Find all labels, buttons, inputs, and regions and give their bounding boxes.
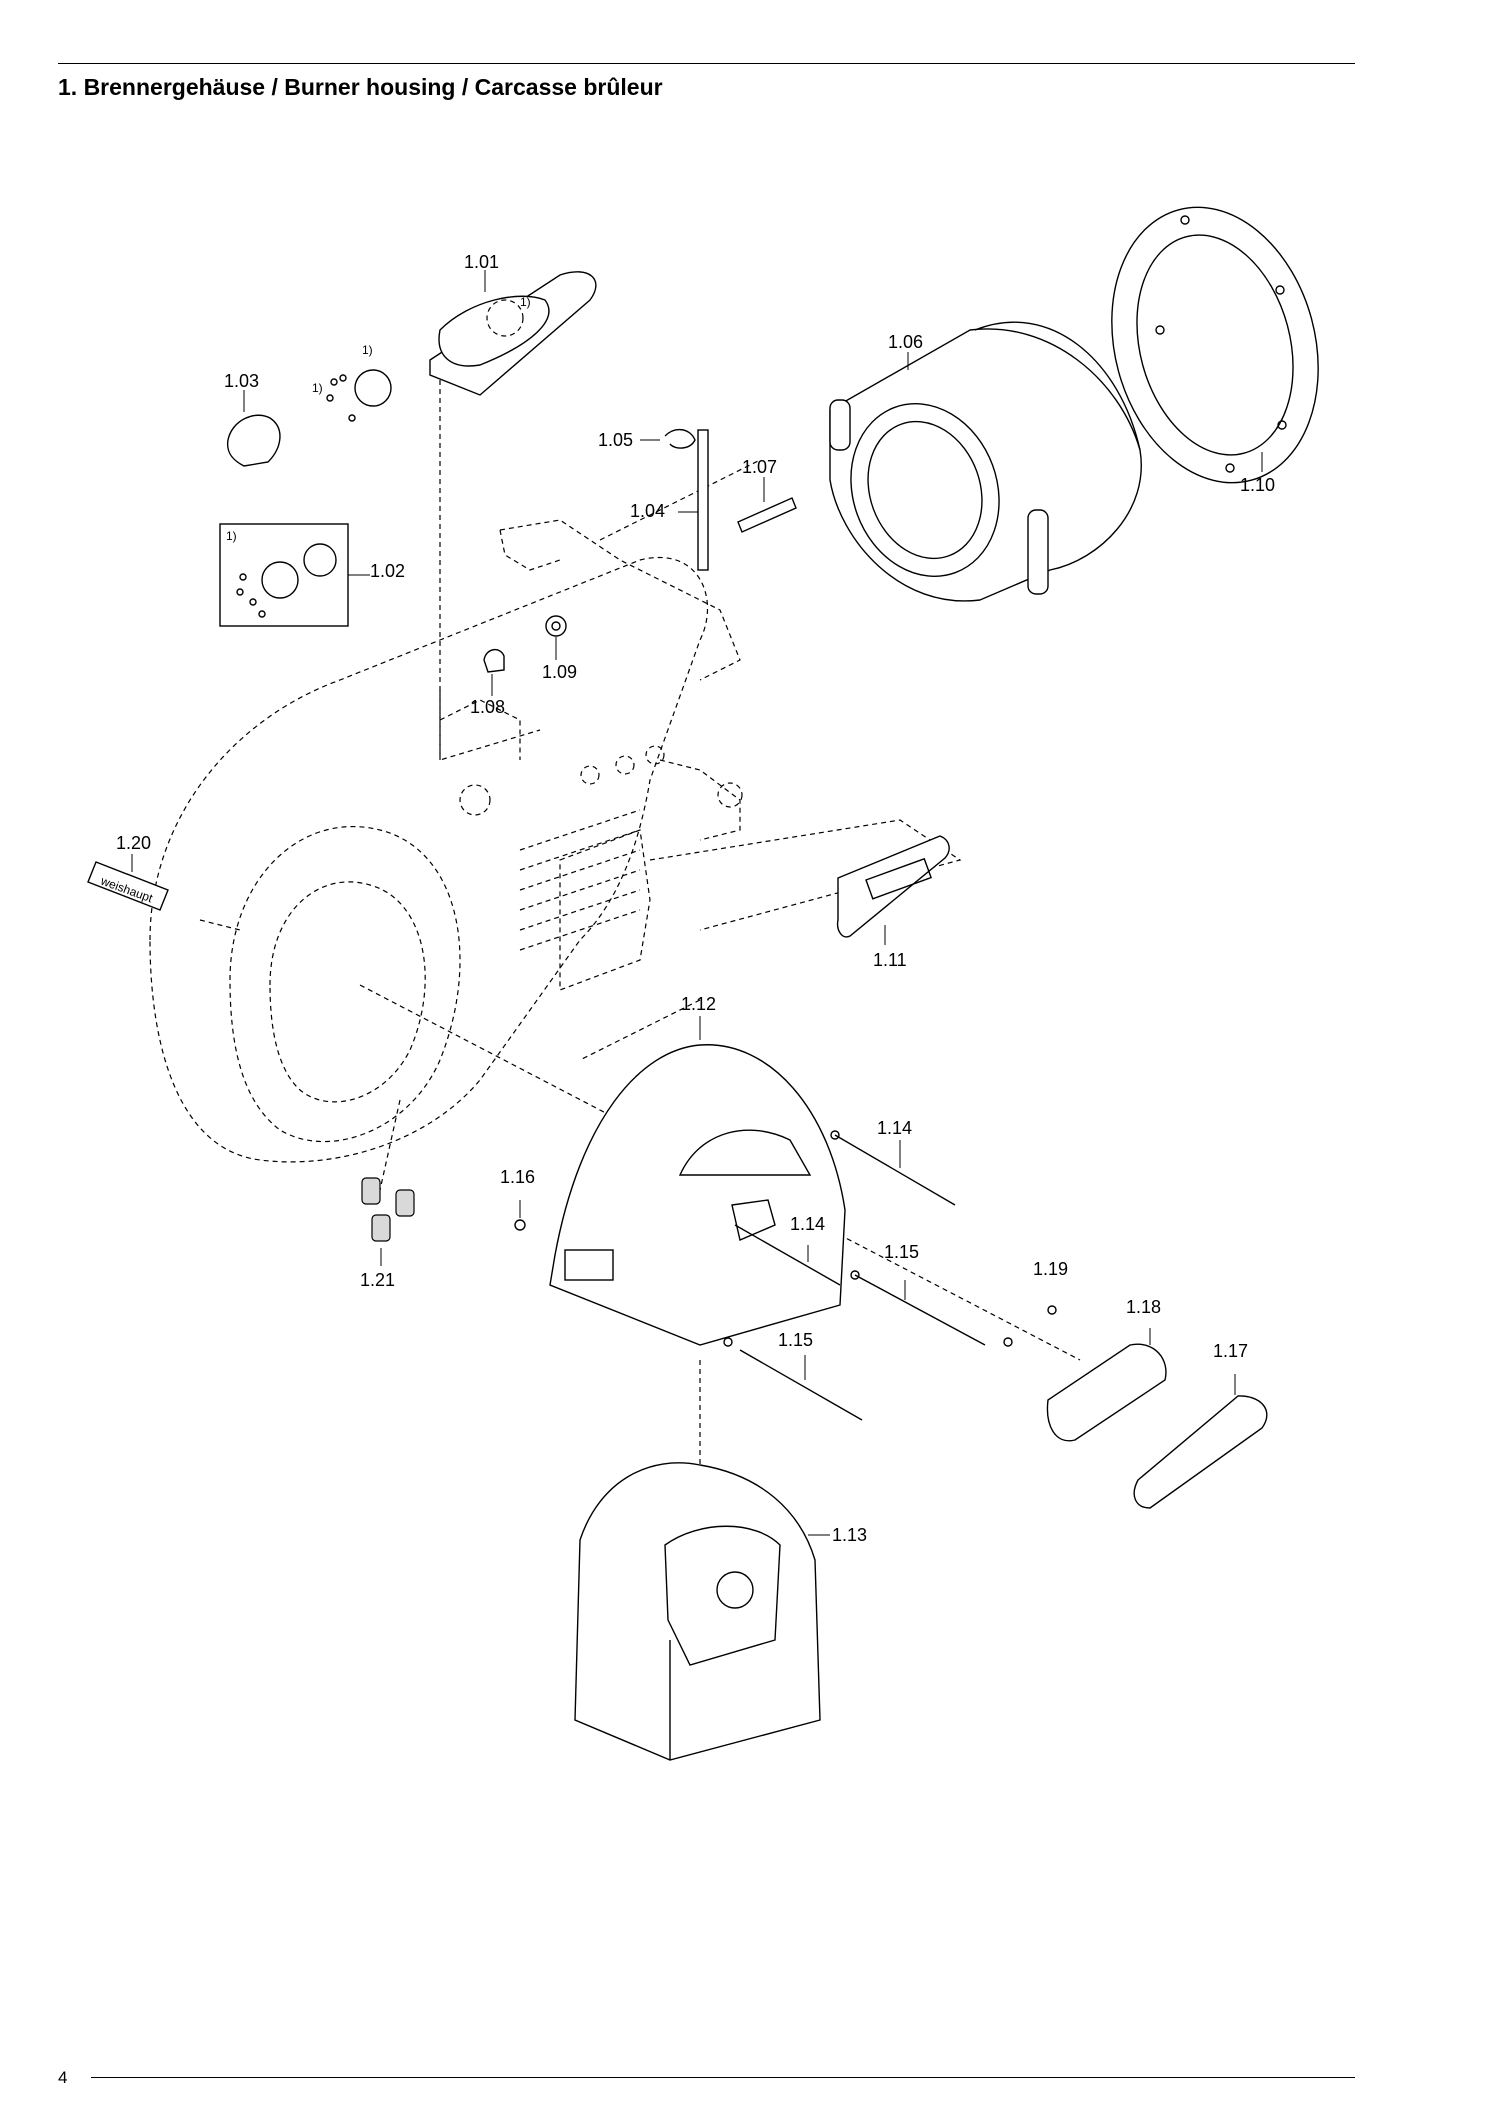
label-1-15-a: 1.15 <box>884 1242 919 1262</box>
label-1-10: 1.10 <box>1240 475 1275 495</box>
page-title: 1. Brennergehäuse / Burner housing / Car… <box>58 74 663 100</box>
top-rule <box>58 63 1355 64</box>
label-1-05: 1.05 <box>598 430 633 450</box>
label-1-01: 1.01 <box>464 252 499 272</box>
part-1-12-drawing <box>549 1016 846 1346</box>
page-number: 4 <box>58 2068 68 2087</box>
footnote-mark-1-03a: 1) <box>362 343 373 357</box>
part-1-10-drawing <box>1111 206 1319 484</box>
footnote-mark-1-02: 1) <box>226 529 237 543</box>
part-1-06-drawing <box>829 321 1142 602</box>
part-1-17-1-18-drawing <box>1046 1328 1268 1509</box>
label-1-13: 1.13 <box>832 1525 867 1545</box>
label-1-08: 1.08 <box>470 697 505 717</box>
part-1-11-drawing <box>836 835 950 945</box>
part-1-08-1-09-drawing <box>483 615 567 696</box>
part-1-01-drawing <box>429 270 597 396</box>
label-1-14-a: 1.14 <box>877 1118 912 1138</box>
label-1-18: 1.18 <box>1126 1297 1161 1317</box>
part-1-20-drawing <box>87 854 169 911</box>
label-1-03: 1.03 <box>224 371 259 391</box>
label-1-11: 1.11 <box>873 950 907 970</box>
label-1-09: 1.09 <box>542 662 577 682</box>
label-1-16: 1.16 <box>500 1167 535 1187</box>
label-1-17: 1.17 <box>1213 1341 1248 1361</box>
label-1-15-b: 1.15 <box>778 1330 813 1350</box>
label-1-07: 1.07 <box>742 457 777 477</box>
rods-and-screws-drawing <box>514 1130 1057 1421</box>
bottom-rule <box>91 2077 1355 2078</box>
part-1-02-drawing <box>219 523 370 627</box>
label-1-04: 1.04 <box>630 501 665 521</box>
label-1-12: 1.12 <box>681 994 716 1014</box>
part-1-13-drawing <box>574 1462 830 1761</box>
label-1-20: 1.20 <box>116 833 151 853</box>
label-1-02: 1.02 <box>370 561 405 581</box>
label-1-06: 1.06 <box>888 332 923 352</box>
label-1-14-b: 1.14 <box>790 1214 825 1234</box>
footnote-mark-1-03b: 1) <box>312 381 323 395</box>
part-1-21-drawing <box>361 1177 415 1266</box>
footnote-mark-1-01: 1) <box>520 295 531 309</box>
label-1-21: 1.21 <box>360 1270 395 1290</box>
label-1-19: 1.19 <box>1033 1259 1068 1279</box>
part-1-03-drawing <box>226 369 392 467</box>
part-1-05-1-04-1-07-drawing <box>640 429 797 571</box>
